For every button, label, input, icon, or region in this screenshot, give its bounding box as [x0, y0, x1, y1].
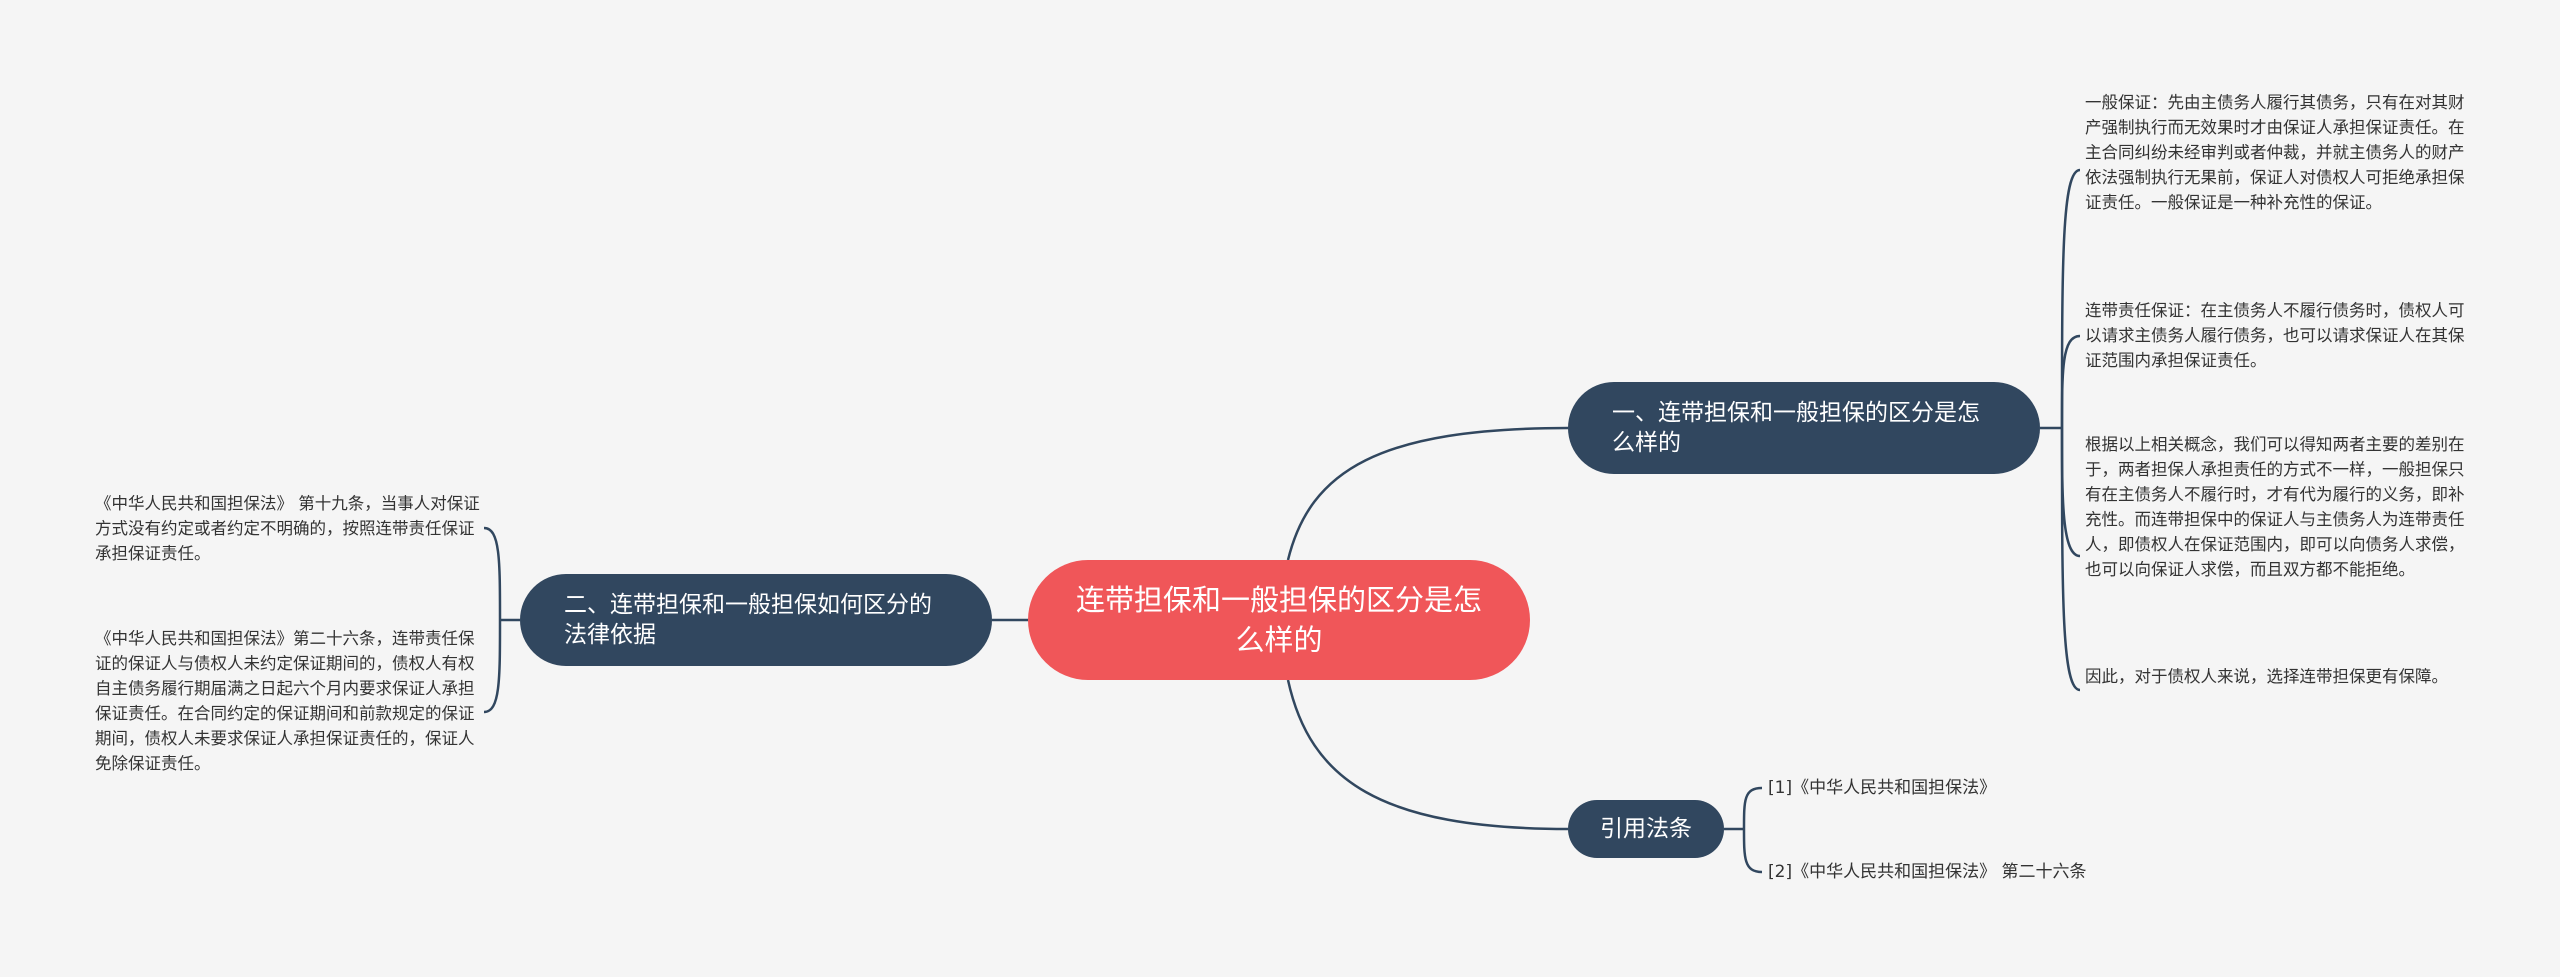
- leaf-general-guarantee[interactable]: 一般保证：先由主债务人履行其债务，只有在对其财产强制执行而无效果时才由保证人承担…: [2085, 93, 2465, 212]
- branch-topic-cited-laws[interactable]: 引用法条: [1568, 800, 1724, 858]
- connector-branch-1-leaf-4: [2060, 427, 2081, 692]
- leaf-joint-liability-guarantee[interactable]: 连带责任保证：在主债务人不履行债务时，债权人可以请求主债务人履行债务，也可以请求…: [2085, 301, 2465, 370]
- connector-branch-2-leaf-5: [483, 526, 502, 621]
- root-topic-label: 连带担保和一般担保的区分是怎么样的: [1075, 583, 1482, 657]
- connector-root-branch-3: [1286, 679, 1569, 831]
- root-topic[interactable]: 连带担保和一般担保的区分是怎么样的: [1028, 560, 1530, 680]
- leaf-conclusion[interactable]: 因此，对于债权人来说，选择连带担保更有保障。: [2085, 667, 2448, 686]
- branch-topic-legal-basis[interactable]: 二、连带担保和一般担保如何区分的法律依据: [520, 574, 992, 666]
- connector-branch-1-leaf-2: [2060, 334, 2081, 429]
- leaf-article-19[interactable]: 《中华人民共和国担保法》 第十九条，当事人对保证方式没有约定或者约定不明确的，按…: [95, 494, 480, 563]
- reference-item[interactable]: [1]《中华人民共和国担保法》: [1768, 778, 1997, 798]
- connector-branch-3-ref-2: [1742, 828, 1763, 874]
- connector-branch-1-leaf-3: [2060, 427, 2081, 558]
- connector-branch-1-leaf-1: [2060, 168, 2081, 429]
- branch-topic-difference[interactable]: 一、连带担保和一般担保的区分是怎么样的: [1568, 382, 2040, 474]
- reference-item[interactable]: [2]《中华人民共和国担保法》 第二十六条: [1768, 862, 2087, 882]
- branch-topic-label: 引用法条: [1600, 816, 1692, 842]
- branch-topic-label: 二、连带担保和一般担保如何区分的法律依据: [564, 592, 932, 648]
- leaf-article-26[interactable]: 《中华人民共和国担保法》第二十六条，连带责任保证的保证人与债权人未约定保证期间的…: [95, 629, 475, 773]
- connector-branch-3-ref-1: [1742, 786, 1763, 830]
- connector-root-branch-1: [1286, 426, 1569, 561]
- leaf-main-difference[interactable]: 根据以上相关概念，我们可以得知两者主要的差别在于，两者担保人承担责任的方式不一样…: [2085, 435, 2465, 579]
- branch-topic-label: 一、连带担保和一般担保的区分是怎么样的: [1612, 400, 1980, 456]
- connector-branch-2-leaf-6: [483, 619, 502, 714]
